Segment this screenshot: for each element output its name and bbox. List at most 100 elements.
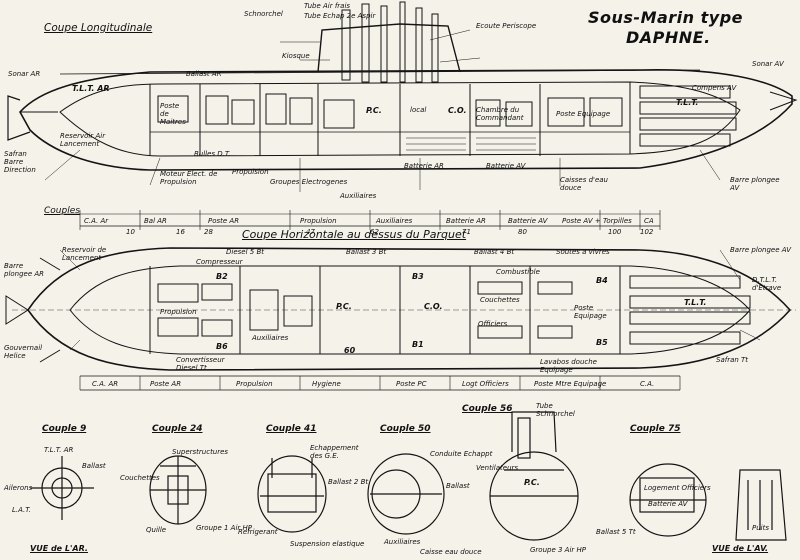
hlabel-lavabos: Lavabos douche Equipage <box>540 358 597 374</box>
couple-41-label-3: Suspension elastique <box>290 540 365 548</box>
couple-24-label-3: Groupe 1 Air HP <box>196 524 252 532</box>
couple-75-label-1: Batterie AV <box>648 500 688 508</box>
label-barre-av: Barre plongee AV <box>730 176 780 192</box>
label-groupes: Groupes Electrogenes <box>270 178 348 186</box>
hframe-label-4: Poste PC <box>396 380 427 388</box>
couple-9-label-3: L.A.T. <box>12 506 31 514</box>
hframe-label-7: C.A. <box>640 380 655 388</box>
label-kiosque: Kiosque <box>282 52 310 60</box>
couple-24-title: Couple 24 <box>152 424 203 434</box>
hlabel-compresseur: Compresseur <box>196 258 243 266</box>
section-longitudinal: Coupe Longitudinale <box>44 22 153 34</box>
longitudinal-hull <box>7 1 798 230</box>
hlabel-barre-av: Barre plongee AV <box>730 246 791 254</box>
frame-number-0: 10 <box>126 228 135 236</box>
hlabel-pc: P.C. <box>336 302 352 311</box>
frame-label-0: C.A. Ar <box>84 217 109 225</box>
frame-number-3: 47 <box>306 228 315 236</box>
hlabel-b1: B1 <box>412 340 424 349</box>
hlabel-couchettes: Couchettes <box>480 296 520 304</box>
couple-24-label-0: Superstructures <box>172 448 229 456</box>
label-tube-air: Tube Air frais <box>304 2 351 10</box>
hlabel-reservoir: Reservoir de Lancement <box>62 246 107 262</box>
label-auxiliaires: Auxiliaires <box>340 192 377 200</box>
section-horizontal: Coupe Horizontale au dessus du Parquet <box>242 228 467 241</box>
label-co: C.O. <box>448 106 467 115</box>
frame-number-4: 62 <box>370 228 379 236</box>
hlabel-ballast: Ballast 3 Bt <box>346 248 387 256</box>
couple-9-label-0: T.L.T. AR <box>44 446 74 454</box>
frame-number-8: 102 <box>640 228 654 236</box>
label-periscope: Ecoute Periscope <box>476 22 537 30</box>
couple-50-label-1: Ballast <box>446 482 470 490</box>
label-tlt-ar: T.L.T. AR <box>72 84 110 93</box>
hlabel-diesel: Diesel 5 Bt <box>226 248 264 256</box>
hlabel-b4: B4 <box>596 276 608 285</box>
couple-75-label-2: Ballast 5 Tt <box>596 528 636 536</box>
frame-label-3: Propulsion <box>300 217 337 225</box>
label-pc: P.C. <box>366 106 382 115</box>
label-poste-ar: Poste de Maitres <box>160 102 186 126</box>
label-ballast-ar: Ballast AR <box>186 70 222 78</box>
label-batterie-av: Batterie AV <box>486 162 526 170</box>
frame-number-6: 80 <box>518 228 527 236</box>
label-caisses: Caisses d'eau douce <box>560 176 608 192</box>
horizontal-hull <box>5 247 796 391</box>
label-tlt-av: T.L.T. <box>676 98 699 107</box>
couple-9-label-1: Ballast <box>82 462 106 470</box>
hlabel-ballast2: Ballast 4 Bt <box>474 248 515 256</box>
hlabel-b2: B2 <box>216 272 228 281</box>
couple-56-label-3: Groupe 3 Air HP <box>530 546 586 554</box>
hlabel-barre-ar: Barre plongee AR <box>4 262 45 278</box>
label-propulsion: Propulsion <box>232 168 269 176</box>
couple-41-title: Couple 41 <box>266 424 317 434</box>
couple-41-label-0: Echappement des G.E. <box>310 444 359 460</box>
hlabel-propulsion: Propulsion <box>160 308 197 316</box>
label-gouvernail: Safran Barre Direction <box>4 150 36 174</box>
title-line-1: Sous-Marin type <box>588 8 744 27</box>
hlabel-officiers: Officiers <box>478 320 508 328</box>
label-sonar-av: Sonar AV <box>752 60 784 68</box>
hlabel-b6: B6 <box>216 342 228 351</box>
hlabel-tlt: T.L.T. <box>684 298 707 307</box>
couple-50-label-2: Auxiliaires <box>384 538 421 546</box>
label-moteur: Moteur Elect. de Propulsion <box>160 170 218 186</box>
couple-9-title: Couple 9 <box>42 424 87 434</box>
frame-label-7: Poste AV + Torpilles <box>562 217 632 225</box>
frame-label-8: CA <box>644 217 654 225</box>
couple-50-label-0: Conduite Echappt <box>430 450 493 458</box>
title-line-2: DAPHNE. <box>626 28 711 47</box>
label-bulles: Bulles D.T. <box>194 150 231 158</box>
hframe-label-3: Hygiene <box>312 380 341 388</box>
frame-number-7: 100 <box>608 228 622 236</box>
frame-label-6: Batterie AV <box>508 217 548 225</box>
hframe-label-1: Poste AR <box>150 380 182 388</box>
hlabel-co: C.O. <box>424 302 443 311</box>
frame-number-1: 16 <box>176 228 185 236</box>
label-schnorchel: Schnorchel <box>244 10 283 18</box>
couple-56-label-0: Tube Schnorchel <box>536 402 575 418</box>
couple-24-label-2: Quille <box>146 526 167 534</box>
couple-75-label-3: Puits <box>752 524 769 532</box>
label-tube-echap: Tube Echap 2e Aspir <box>304 12 376 20</box>
hframe-label-5: Logt Officiers <box>462 380 509 388</box>
couple-50-title: Couple 50 <box>380 424 431 434</box>
view-rear-label: VUE de L'AR. <box>30 544 88 553</box>
frame-number-2: 28 <box>204 228 213 236</box>
label-compens: Compens AV <box>692 84 737 92</box>
hlabel-soutes: Soutes a vivres <box>556 248 610 256</box>
hlabel-gouvernail: Gouvernail Helice <box>4 344 43 360</box>
frame-label-1: Bal AR <box>144 217 167 225</box>
label-reservoir: Reservoir Air Lancement <box>60 132 106 148</box>
frame-label-4: Auxiliaires <box>376 217 413 225</box>
couple-9-label-2: Ailerons <box>4 484 33 492</box>
hlabel-poste-equipage: Poste Equipage <box>574 304 607 320</box>
hlabel-safran: Safran Tt <box>716 356 749 364</box>
frame-label-5: Batterie AR <box>446 217 486 225</box>
hlabel-b5: B5 <box>596 338 608 347</box>
couple-24-label-1: Couchettes <box>120 474 160 482</box>
hlabel-dtlt: D.T.L.T. d'Etrave <box>752 276 782 292</box>
label-batterie-ar: Batterie AR <box>404 162 444 170</box>
couple-75-label-0: Logement Officiers <box>644 484 711 492</box>
